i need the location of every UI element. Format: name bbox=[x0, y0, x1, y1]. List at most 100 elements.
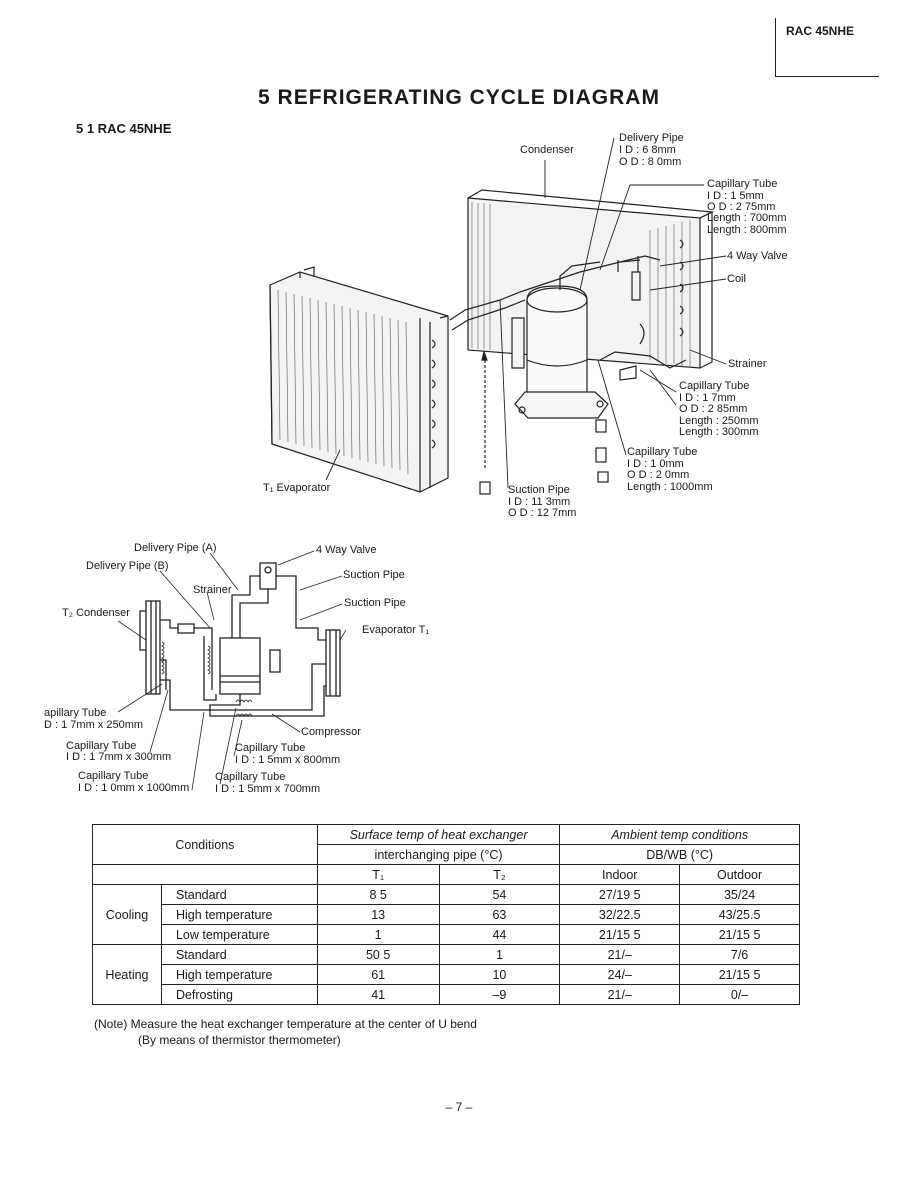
schematic-suction-pipe-2: Suction Pipe bbox=[344, 597, 406, 609]
coil-label: Coil bbox=[727, 273, 746, 285]
ambient-header-1: Ambient temp conditions bbox=[559, 824, 800, 845]
outdoor-cell: 35/24 bbox=[679, 884, 800, 905]
conditions-table: Conditions Surface temp of heat exchange… bbox=[92, 824, 800, 1005]
indoor-cell: 27/19 5 bbox=[559, 884, 681, 905]
heating-group: Heating bbox=[92, 944, 162, 1005]
row-label: Low temperature bbox=[160, 924, 318, 945]
indoor-cell: 21/– bbox=[559, 944, 681, 965]
schematic-suction-pipe-1: Suction Pipe bbox=[343, 569, 405, 581]
row-label: Standard bbox=[160, 884, 318, 905]
model-number: RAC 45NHE bbox=[786, 24, 855, 38]
conditions-header: Conditions bbox=[92, 824, 318, 865]
cap3-title: Capillary Tube bbox=[235, 742, 306, 754]
cap-tube-a-id: I D : 1 5mm bbox=[707, 190, 764, 202]
delivery-pipe-od: O D : 8 0mm bbox=[619, 156, 682, 168]
indoor-header: Indoor bbox=[559, 864, 681, 885]
compressor-label: Compressor bbox=[301, 726, 361, 738]
cap-tube-b-len1: Length : 250mm bbox=[679, 415, 759, 427]
cap-tube-c-od: O D : 2 0mm bbox=[627, 469, 690, 481]
cap-tube-b-len2: Length : 300mm bbox=[679, 426, 759, 438]
strainer-label: Strainer bbox=[728, 358, 767, 370]
cap-tube-c-len: Length : 1000mm bbox=[627, 481, 713, 493]
table-row: Defrosting 41 –9 21/– 0/– bbox=[93, 984, 800, 1005]
cap3-spec: I D : 1 5mm x 800mm bbox=[235, 754, 341, 766]
t2-cell: –9 bbox=[438, 984, 561, 1005]
table-row: Low temperature 1 44 21/15 5 21/15 5 bbox=[93, 924, 800, 945]
cap-tube-a-len2: Length : 800mm bbox=[707, 224, 787, 236]
schematic-strainer: Strainer bbox=[193, 584, 232, 596]
note-line-1: (Note) Measure the heat exchanger temper… bbox=[94, 1017, 477, 1031]
cap5-spec: I D : 1 5mm x 700mm bbox=[215, 783, 321, 795]
delivery-pipe-id: I D : 6 8mm bbox=[619, 144, 676, 156]
t2-header: T₂ bbox=[438, 864, 561, 885]
outdoor-cell: 21/15 5 bbox=[679, 964, 800, 985]
delivery-pipe-a-label: Delivery Pipe (A) bbox=[134, 542, 217, 554]
surface-temp-header-1: Surface temp of heat exchanger bbox=[316, 824, 561, 845]
outdoor-cell: 43/25.5 bbox=[679, 904, 800, 925]
outdoor-header: Outdoor bbox=[679, 864, 800, 885]
conditions-spacer bbox=[92, 864, 318, 885]
t1-cell: 61 bbox=[316, 964, 440, 985]
surface-temp-header-2: interchanging pipe (°C) bbox=[316, 844, 561, 865]
cap2-title: Capillary Tube bbox=[66, 740, 137, 752]
suction-pipe-label: Suction Pipe bbox=[508, 484, 570, 496]
ambient-header-2: DB/WB (°C) bbox=[559, 844, 800, 865]
four-way-valve-label: 4 Way Valve bbox=[727, 250, 788, 262]
suction-pipe-od: O D : 12 7mm bbox=[508, 507, 577, 519]
indoor-cell: 21/15 5 bbox=[559, 924, 681, 945]
cap2-spec: I D : 1 7mm x 300mm bbox=[66, 751, 172, 763]
cap1-spec: D : 1 7mm x 250mm bbox=[44, 719, 144, 731]
indoor-cell: 24/– bbox=[559, 964, 681, 985]
note-line-2: (By means of thermistor thermometer) bbox=[138, 1033, 341, 1047]
cap-tube-b-od: O D : 2 85mm bbox=[679, 403, 748, 415]
cap-tube-a-od: O D : 2 75mm bbox=[707, 201, 776, 213]
outdoor-cell: 7/6 bbox=[679, 944, 800, 965]
cap-tube-b-label: Capillary Tube bbox=[679, 380, 750, 392]
t2-cell: 1 bbox=[438, 944, 561, 965]
t1-cell: 1 bbox=[316, 924, 440, 945]
schematic-four-way-valve: 4 Way Valve bbox=[316, 544, 377, 556]
indoor-cell: 32/22.5 bbox=[559, 904, 681, 925]
cap-tube-b-id: I D : 1 7mm bbox=[679, 392, 736, 404]
table-row: Heating Standard 50 5 1 21/– 7/6 bbox=[92, 944, 800, 1005]
t1-cell: 13 bbox=[316, 904, 440, 925]
outdoor-cell: 0/– bbox=[679, 984, 800, 1005]
row-label: High temperature bbox=[160, 904, 318, 925]
cooling-group: Cooling bbox=[92, 884, 162, 945]
t1-cell: 41 bbox=[316, 984, 440, 1005]
cap-tube-c-id: I D : 1 0mm bbox=[627, 458, 684, 470]
table-row: High temperature 13 63 32/22.5 43/25.5 bbox=[93, 904, 800, 925]
t2-condenser-label: T₂ Condenser bbox=[62, 607, 130, 619]
evaporator-label: T₁ Evaporator bbox=[263, 482, 331, 494]
t2-cell: 44 bbox=[438, 924, 561, 945]
table-row: High temperature 61 10 24/– 21/15 5 bbox=[93, 964, 800, 985]
row-label: Defrosting bbox=[160, 984, 318, 1005]
section-heading: 5 1 RAC 45NHE bbox=[76, 121, 172, 136]
table-row: Cooling Standard 8 5 54 27/19 5 35/24 bbox=[92, 884, 800, 945]
delivery-pipe-label: Delivery Pipe bbox=[619, 132, 684, 144]
t2-cell: 10 bbox=[438, 964, 561, 985]
indoor-cell: 21/– bbox=[559, 984, 681, 1005]
t1-cell: 8 5 bbox=[316, 884, 440, 905]
schematic-evaporator-t1: Evaporator T₁ bbox=[362, 624, 430, 636]
cap-tube-c-label: Capillary Tube bbox=[627, 446, 698, 458]
t1-cell: 50 5 bbox=[316, 944, 440, 965]
cap-tube-a-label: Capillary Tube bbox=[707, 178, 778, 190]
suction-pipe-id: I D : 11 3mm bbox=[508, 496, 571, 508]
model-header-box: RAC 45NHE bbox=[775, 18, 879, 77]
t1-header: T₁ bbox=[316, 864, 440, 885]
cap-tube-a-len1: Length : 700mm bbox=[707, 212, 787, 224]
delivery-pipe-b-label: Delivery Pipe (B) bbox=[86, 560, 169, 572]
cap1-title: apillary Tube bbox=[44, 707, 107, 719]
t2-cell: 54 bbox=[438, 884, 561, 905]
condenser-label: Condenser bbox=[520, 144, 574, 156]
page-number: – 7 – bbox=[445, 1100, 473, 1114]
t2-cell: 63 bbox=[438, 904, 561, 925]
row-label: Standard bbox=[160, 944, 318, 965]
cap4-title: Capillary Tube bbox=[78, 770, 149, 782]
row-label: High temperature bbox=[160, 964, 318, 985]
outdoor-cell: 21/15 5 bbox=[679, 924, 800, 945]
cap5-title: Capillary Tube bbox=[215, 771, 286, 783]
